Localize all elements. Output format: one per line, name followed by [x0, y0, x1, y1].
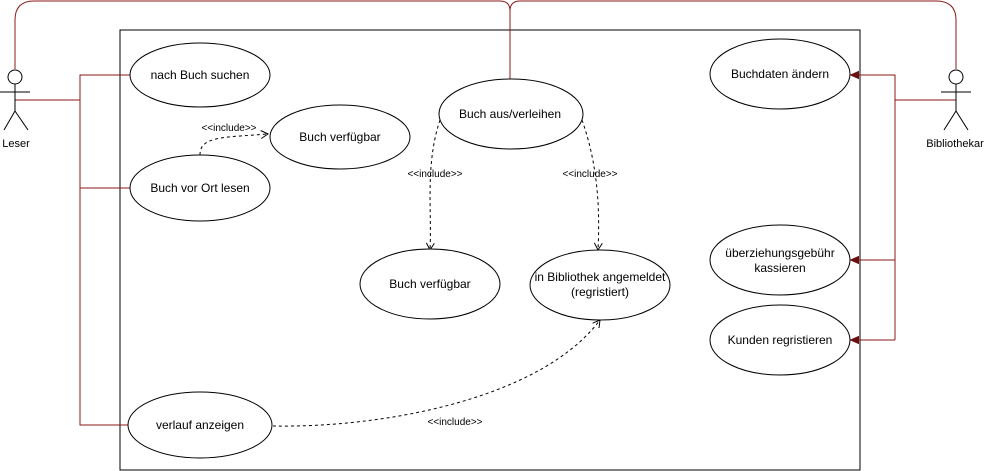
system-boundary	[119, 29, 861, 471]
use-case-buchdaten-aendern[interactable]: Buchdaten ändern	[709, 38, 851, 110]
actor-leg-right-icon	[955, 110, 969, 131]
use-case-buch-verfuegbar-mid[interactable]: Buch verfügbar	[359, 248, 501, 320]
actor-leser-label: Leser	[2, 138, 30, 150]
association-leser-verlauf	[79, 188, 130, 426]
use-case-shape	[129, 154, 271, 222]
association-top-bus-right	[509, 0, 957, 69]
actor-leg-left-icon	[3, 110, 16, 131]
use-case-label: Buch verfügbar	[299, 130, 380, 144]
use-case-label: Buch verfügbar	[389, 277, 470, 291]
include-arrow-vor-ort	[199, 130, 270, 156]
actor-bibliothekar-label: Bibliothekar	[926, 138, 984, 150]
actor-leser[interactable]	[0, 69, 30, 131]
use-case-shape	[438, 78, 584, 150]
use-case-buch-verfuegbar-top[interactable]: Buch verfügbar	[269, 104, 411, 170]
include-relations	[199, 119, 603, 427]
use-case-shape	[529, 249, 671, 321]
use-case-label: Buch vor Ort lesen	[150, 181, 249, 195]
include-arrow-angemeldet	[581, 119, 603, 252]
use-case-label: Kunden regristieren	[728, 333, 833, 347]
use-case-ueberziehungsgebuehr-kassieren[interactable]: überziehungsgebühr kassieren	[709, 224, 851, 296]
use-case-shape	[709, 38, 851, 110]
use-case-buch-aus-verleihen[interactable]: Buch aus/verleihen	[438, 78, 584, 150]
association-lines	[14, 0, 957, 426]
use-case-label: überziehungsgebühr	[725, 246, 834, 260]
use-case-shape	[359, 248, 501, 320]
include-label: <<include>>	[562, 169, 617, 180]
use-case-buch-vor-ort-lesen[interactable]: Buch vor Ort lesen	[129, 154, 271, 222]
use-case-in-bibliothek-angemeldet[interactable]: in Bibliothek angemeldet (regristiert)	[529, 249, 671, 321]
include-label: <<include>>	[427, 417, 482, 428]
include-arrow-verfuegbar	[425, 119, 441, 252]
use-case-shape	[709, 304, 851, 376]
actor-leg-right-icon	[14, 110, 29, 131]
actor-head-icon	[948, 69, 964, 85]
use-case-shape	[269, 104, 411, 170]
actor-head-icon	[7, 69, 23, 85]
use-case-label: nach Buch suchen	[151, 68, 250, 82]
use-case-label: verlauf anzeigen	[156, 418, 244, 432]
use-case-label: Buch aus/verleihen	[459, 107, 561, 121]
use-case-shape	[127, 391, 273, 459]
use-case-label: in Bibliothek angemeldet	[535, 270, 666, 284]
use-case-shape	[709, 224, 851, 296]
association-leser-bus	[15, 74, 130, 101]
association-top-bus	[14, 0, 511, 80]
include-label: <<include>>	[407, 169, 462, 180]
use-case-label: Buchdaten ändern	[731, 67, 829, 81]
use-case-kunden-regristieren[interactable]: Kunden regristieren	[709, 304, 851, 376]
association-leser-vor-ort	[79, 100, 130, 189]
use-case-label: (regristiert)	[571, 285, 629, 299]
use-case-label: kassieren	[754, 261, 805, 275]
use-case-nach-buch-suchen[interactable]: nach Buch suchen	[129, 42, 271, 108]
use-case-verlauf-anzeigen[interactable]: verlauf anzeigen	[127, 391, 273, 459]
include-arrow-verlauf	[272, 319, 601, 427]
include-label: <<include>>	[201, 123, 256, 134]
use-case-shape	[129, 42, 271, 108]
actor-leg-left-icon	[943, 110, 957, 131]
association-bib-buchdaten	[851, 75, 896, 100]
association-bib-bus	[894, 99, 956, 340]
actor-bibliothekar[interactable]	[941, 69, 971, 131]
